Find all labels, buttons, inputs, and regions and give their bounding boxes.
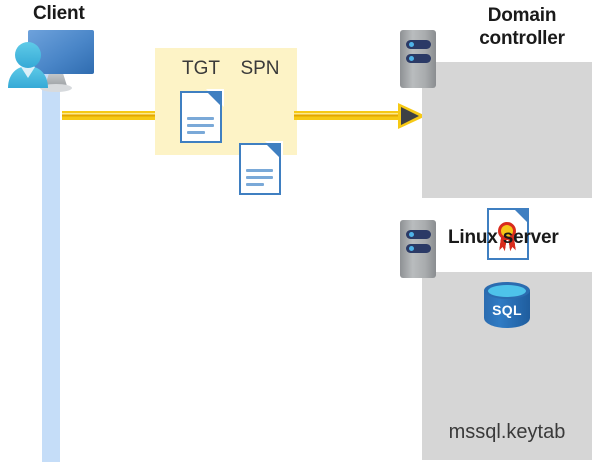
flow-line-right [294, 111, 406, 120]
sql-database-icon: SQL [484, 282, 530, 334]
certificate-icon [487, 206, 531, 260]
user-monitor-icon [6, 28, 96, 94]
spn-document-icon [239, 141, 283, 195]
domain-controller-panel [422, 62, 592, 198]
client-lifeline [42, 70, 60, 462]
tgt-label: TGT [182, 58, 220, 79]
keytab-filename-label: mssql.keytab [448, 421, 566, 443]
spn-label: SPN [240, 58, 280, 79]
domain-controller-title: Domain controller [452, 4, 592, 50]
flow-line-left [62, 111, 158, 120]
client-title: Client [33, 3, 85, 24]
message-box [155, 48, 297, 155]
sql-database-label: SQL [492, 302, 522, 318]
tgt-document-icon [180, 89, 224, 143]
linux-server-icon [400, 220, 436, 278]
domain-controller-title-line2: controller [479, 28, 565, 49]
domain-controller-server-icon [400, 30, 436, 88]
domain-controller-title-line1: Domain [487, 5, 557, 26]
linux-server-title: Linux server [448, 227, 559, 248]
